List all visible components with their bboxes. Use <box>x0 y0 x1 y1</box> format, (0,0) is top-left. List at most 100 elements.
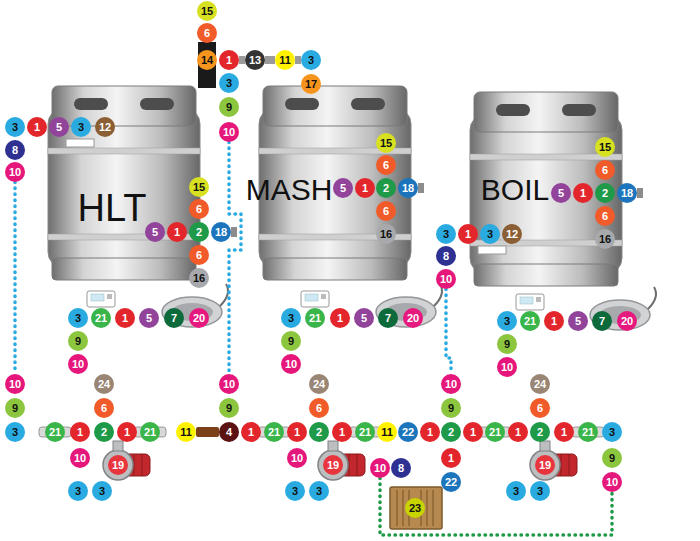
callout-number: 10 <box>440 274 452 285</box>
callout-number: 1 <box>226 55 232 66</box>
part-circle: 9 <box>5 398 25 418</box>
part-circle: 3 <box>309 481 329 501</box>
part-circle: 14 <box>197 50 217 70</box>
callout-number: 1 <box>448 453 454 464</box>
callout-number: 6 <box>602 211 608 222</box>
callout-number: 9 <box>226 403 232 414</box>
pump <box>103 441 150 480</box>
callout-number: 2 <box>383 183 389 194</box>
callout-number: 6 <box>383 160 389 171</box>
part-circle: 3 <box>497 311 517 331</box>
callout-number: 1 <box>427 427 433 438</box>
callout-number: 19 <box>539 460 551 471</box>
callout-number: 15 <box>599 142 611 153</box>
part-circle: 5 <box>568 311 588 331</box>
part-circle: 7 <box>164 308 184 328</box>
part-circle: 2 <box>189 222 209 242</box>
part-circle: 10 <box>219 122 239 142</box>
part-circle: 2 <box>94 422 114 442</box>
callout-number: 14 <box>201 55 213 66</box>
callout-number: 21 <box>524 316 536 327</box>
part-circle: 9 <box>441 398 461 418</box>
part-circle: 9 <box>281 331 301 351</box>
part-circle: 10 <box>70 448 90 468</box>
part-circle: 9 <box>68 331 88 351</box>
controller <box>301 291 329 307</box>
callout-number: 6 <box>537 403 543 414</box>
callout-number: 1 <box>465 229 471 240</box>
part-circle: 6 <box>94 398 114 418</box>
heat-exchanger <box>390 487 442 529</box>
part-circle: 5 <box>139 308 159 328</box>
part-circle: 10 <box>602 472 622 492</box>
valve-body <box>258 427 290 437</box>
callout-number: 3 <box>78 122 84 133</box>
pump <box>530 441 577 480</box>
callout-number: 9 <box>448 403 454 414</box>
thermometer-body <box>198 42 216 88</box>
callout-number: 10 <box>291 453 303 464</box>
sight-glass-tab <box>637 188 643 198</box>
part-circle: 1 <box>287 422 307 442</box>
part-circle: 1 <box>420 422 440 442</box>
sensor-bar <box>478 246 506 254</box>
callout-number: 3 <box>513 486 519 497</box>
part-circle: 10 <box>219 374 239 394</box>
part-circle: 21 <box>520 311 540 331</box>
callout-number: 10 <box>9 379 21 390</box>
part-circle: 9 <box>219 97 239 117</box>
part-circle: 16 <box>189 268 209 288</box>
callout-number: 2 <box>448 427 454 438</box>
callout-number: 20 <box>621 316 633 327</box>
fitting <box>265 56 275 64</box>
callout-number: 12 <box>99 122 111 133</box>
callout-number: 2 <box>602 188 608 199</box>
callout-number: 5 <box>146 313 152 324</box>
callout-number: 18 <box>621 188 633 199</box>
part-circle: 16 <box>595 229 615 249</box>
part-circle: 1 <box>458 224 478 244</box>
callout-number: 5 <box>152 227 158 238</box>
callout-number: 21 <box>144 427 156 438</box>
callout-number: 18 <box>215 227 227 238</box>
valve-body <box>134 427 166 437</box>
heat-exchanger-plates <box>397 490 433 526</box>
part-circle: 3 <box>71 117 91 137</box>
hose-line <box>13 182 17 374</box>
callout-number: 6 <box>316 403 322 414</box>
callout-number: 21 <box>309 313 321 324</box>
sensor-bar <box>66 139 94 147</box>
part-circle: 5 <box>354 308 374 328</box>
callout-number: 7 <box>385 313 391 324</box>
callout-number: 10 <box>9 167 21 178</box>
callout-number: 15 <box>193 182 205 193</box>
callout-number: 1 <box>515 427 521 438</box>
part-circle: 3 <box>219 73 239 93</box>
part-circle: 1 <box>573 183 593 203</box>
callout-number: 1 <box>337 313 343 324</box>
callout-number: 10 <box>223 379 235 390</box>
sight-glass-tab <box>231 227 237 237</box>
callout-number: 20 <box>407 313 419 324</box>
vessel-label: MASH <box>246 175 333 205</box>
part-circle: 11 <box>377 422 397 442</box>
part-circle: 3 <box>602 422 622 442</box>
callout-number: 21 <box>582 427 594 438</box>
part-circle: 21 <box>264 422 284 442</box>
callout-number: 10 <box>606 477 618 488</box>
part-circle: 24 <box>530 374 550 394</box>
callout-number: 1 <box>580 188 586 199</box>
callout-number: 21 <box>49 427 61 438</box>
part-circle: 20 <box>403 308 423 328</box>
callout-number: 22 <box>445 477 457 488</box>
part-circle: 5 <box>49 117 69 137</box>
callout-number: 16 <box>380 229 392 240</box>
callout-number: 2 <box>196 227 202 238</box>
callout-number: 5 <box>558 188 564 199</box>
callout-number: 3 <box>443 229 449 240</box>
callout-number: 24 <box>534 379 546 390</box>
part-circle: 1 <box>332 422 352 442</box>
part-circle: 3 <box>281 308 301 328</box>
callout-number: 15 <box>201 6 213 17</box>
